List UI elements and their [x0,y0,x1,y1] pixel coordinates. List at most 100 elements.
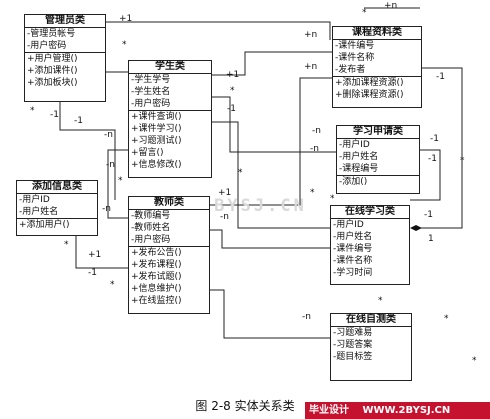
multiplicity-label: * [362,8,367,18]
line-teacher-course [208,77,332,206]
multiplicity-label: -1 [430,134,439,144]
multiplicity-label: 1 [428,234,434,244]
multiplicity-label: +1 [88,250,102,260]
operations: +添加课程资源() +删除课程资源() [333,77,421,101]
multiplicity-label: * [238,168,243,178]
attribute: -用户姓名 [339,152,379,162]
class-selftest: 在线自测类 -习题难易 -习题答案 -题目标签 [330,313,412,381]
line-apply-online [410,149,441,201]
line-admin-addinfo [59,102,116,200]
operation: +习题测试() [131,136,182,146]
multiplicity-label: * [118,176,123,186]
operations: +用户管理() +添加课件() +添加板块() [25,53,105,89]
multiplicity-label: * [64,240,69,250]
line-student-course [212,51,332,76]
operation: +添加用户() [19,220,70,230]
class-title: 在线学习类 [331,206,409,219]
attribute: -用户密码 [131,99,171,109]
operation: +发布试题() [131,272,182,282]
class-admin: 管理员类 -管理员帐号 -用户密码 +用户管理() +添加课件() +添加板块(… [24,14,106,102]
attribute: -习题难易 [333,328,373,338]
class-title: 课程资料类 [333,27,421,40]
line-addinfo-teacher [75,236,128,269]
attributes: -用户ID -用户姓名 [17,194,97,219]
multiplicity-label: * [230,86,235,96]
class-title: 在线自测类 [331,314,411,327]
multiplicity-label: +1 [218,188,232,198]
multiplicity-label: +n [304,30,318,40]
attribute: -学生学号 [131,75,171,85]
multiplicity-label: +1 [119,14,133,24]
multiplicity-label: * [30,106,35,116]
multiplicity-label: -n [220,212,229,222]
operations: +添加用户() [17,219,97,231]
attribute: -用户ID [19,195,50,205]
class-course: 课程资料类 -课件编号 -课件名称 -发布者 +添加课程资源() +删除课程资源… [332,26,422,108]
brand-url: WWW.2BYSJ.CN [362,405,451,416]
attributes: -习题难易 -习题答案 -题目标签 [331,327,411,363]
multiplicity-label: -1 [424,210,433,220]
class-teacher: 教师类 -教师编号 -教师姓名 -用户密码 +发布公告() +发布课程() +发… [128,196,210,314]
multiplicity-label: -n [312,126,321,136]
multiplicity-label: * [378,296,383,306]
multiplicity-label: -1 [428,154,437,164]
multiplicity-label: -1 [227,104,236,114]
operation: +删除课程资源() [335,90,404,100]
operations: +发布公告() +发布课程() +发布试题() +信息维护() +在线监控() [129,247,209,307]
multiplicity-label: -1 [74,116,83,126]
line-teacher-selftest [210,289,330,339]
line-admin-course [105,21,331,40]
composition-diamond [410,225,422,231]
operations: +课件查询() +课件学习() +习题测试() +留言() +信息修改() [129,111,211,171]
line-student-apply [212,96,336,153]
line-student-online [212,121,330,229]
multiplicity-label: * [444,314,449,324]
multiplicity-label: +n [384,1,398,11]
attribute: -课件编号 [333,244,373,254]
class-addinfo: 添加信息类 -用户ID -用户姓名 +添加用户() [16,180,98,236]
operation: -添加() [339,177,368,187]
multiplicity-label: * [310,188,315,198]
operation: +发布课程() [131,260,182,270]
class-title: 添加信息类 [17,181,97,194]
class-student: 学生类 -学生学号 -学生姓名 -用户密码 +课件查询() +课件学习() +习… [128,60,212,178]
attribute: -课件编号 [335,41,375,51]
multiplicity-label: -n [104,130,113,140]
attribute: -用户密码 [131,235,171,245]
multiplicity-label: -1 [88,268,97,278]
attribute: -课程编号 [339,164,379,174]
class-online: 在线学习类 -用户ID -用户姓名 -课件编号 -课件名称 -学习时间 [330,205,410,285]
attribute: -教师编号 [131,211,171,221]
class-title: 管理员类 [25,15,105,28]
attribute: -用户姓名 [19,207,59,217]
attributes: -管理员帐号 -用户密码 [25,28,105,53]
line-student-teacher [107,149,130,219]
attributes: -教师编号 -教师姓名 -用户密码 [129,210,209,247]
multiplicity-label: -n [310,144,319,154]
class-title: 学习申请类 [337,126,419,139]
operation: +信息修改() [131,160,182,170]
multiplicity-label: * [472,356,477,366]
operation: +课件查询() [131,112,182,122]
multiplicity-label: -1 [50,110,59,120]
attribute: -用户ID [339,140,370,150]
operation: +添加课程资源() [335,78,404,88]
attribute: -用户ID [333,220,364,230]
attribute: -学习时间 [333,268,373,278]
attribute: -题目标签 [333,352,373,362]
multiplicity-label: * [122,40,127,50]
operation: +在线监控() [131,296,182,306]
attribute: -习题答案 [333,340,373,350]
multiplicity-label: * [330,194,335,204]
multiplicity-label: -n [102,204,111,214]
attribute: -课件名称 [333,256,373,266]
operations: -添加() [337,176,419,188]
multiplicity-label: +n [304,62,318,72]
attributes: -用户ID -用户姓名 -课件编号 -课件名称 -学习时间 [331,219,409,279]
operation: +留言() [131,148,164,158]
multiplicity-label: +1 [226,70,240,80]
brand-name: 毕业设计 [309,405,349,416]
line-teacher-online [210,229,330,249]
attribute: -管理员帐号 [27,29,76,39]
attribute: -发布者 [335,65,366,75]
